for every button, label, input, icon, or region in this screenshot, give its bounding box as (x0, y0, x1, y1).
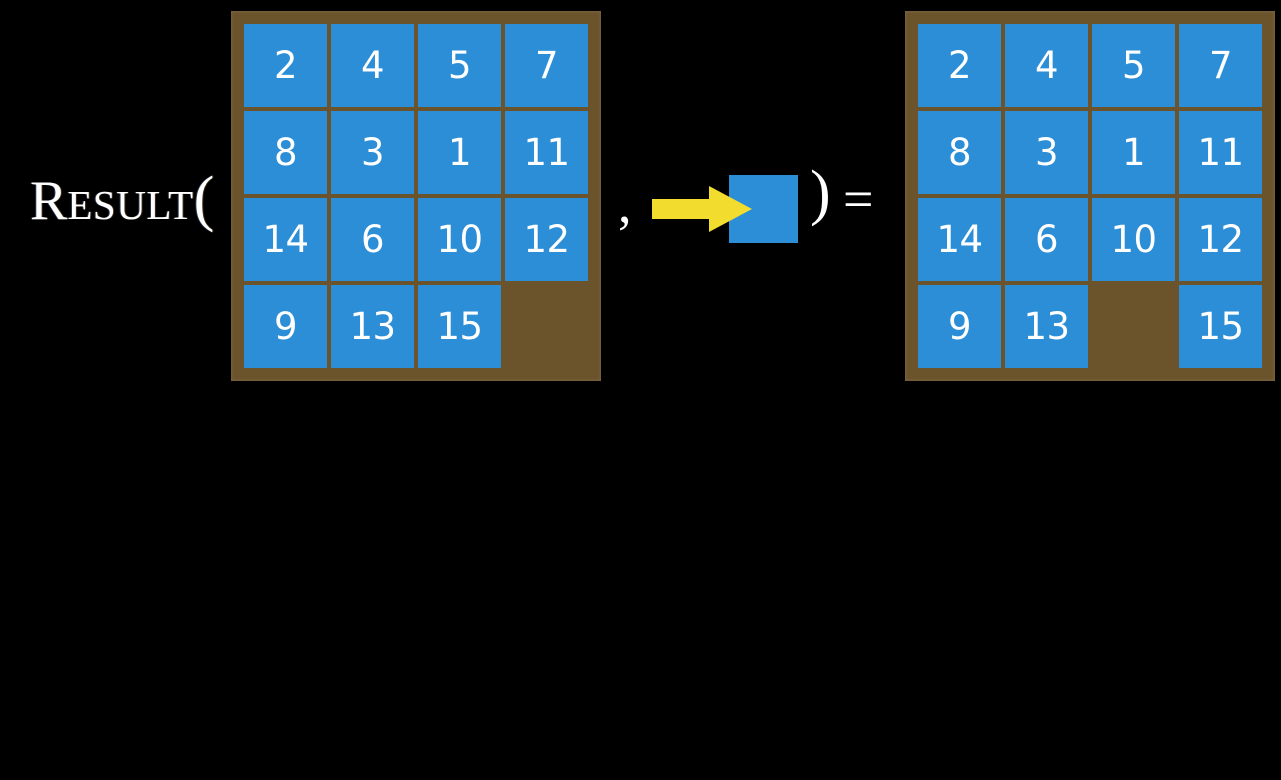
puzzle-tile[interactable]: 10 (418, 198, 501, 281)
puzzle-tile[interactable]: 8 (244, 111, 327, 194)
puzzle-tile[interactable]: 12 (1179, 198, 1262, 281)
close-paren-top: ) (810, 159, 831, 227)
puzzle-tile[interactable]: 7 (1179, 24, 1262, 107)
puzzle-tile[interactable]: 13 (331, 285, 414, 368)
comma-separator-top: , (618, 174, 632, 234)
puzzle-tile[interactable]: 2 (244, 24, 327, 107)
open-paren: ( (193, 165, 215, 233)
puzzle-tile[interactable]: 2 (918, 24, 1001, 107)
puzzle-tile[interactable]: 1 (418, 111, 501, 194)
puzzle-tile[interactable]: 3 (1005, 111, 1088, 194)
puzzle-tile[interactable]: 14 (918, 198, 1001, 281)
puzzle-tile[interactable]: 15 (1179, 285, 1262, 368)
puzzle-tile[interactable]: 9 (244, 285, 327, 368)
puzzle-tile[interactable]: 13 (1005, 285, 1088, 368)
puzzle-tile[interactable]: 15 (418, 285, 501, 368)
puzzle-tile[interactable]: 7 (505, 24, 588, 107)
puzzle-tile[interactable]: 5 (418, 24, 501, 107)
puzzle-tile[interactable]: 4 (1005, 24, 1088, 107)
puzzle-tile[interactable]: 9 (918, 285, 1001, 368)
result-label-remainder: ESULT (67, 182, 194, 228)
puzzle-tile[interactable]: 14 (244, 198, 327, 281)
puzzle-tile[interactable]: 1 (1092, 111, 1175, 194)
result-function-label-top: RESULT( (30, 168, 214, 230)
puzzle-tile[interactable]: 5 (1092, 24, 1175, 107)
puzzle-tile[interactable]: 8 (918, 111, 1001, 194)
puzzle-tile[interactable]: 12 (505, 198, 588, 281)
puzzle-tile[interactable]: 11 (505, 111, 588, 194)
puzzle-tile[interactable]: 10 (1092, 198, 1175, 281)
move-indicator-right (640, 150, 820, 270)
puzzle-tile[interactable]: 11 (1179, 111, 1262, 194)
puzzle-tile[interactable]: 6 (331, 198, 414, 281)
puzzle-tile[interactable]: 3 (331, 111, 414, 194)
equals-sign-top: = (843, 169, 874, 229)
result-label-initial: R (30, 170, 68, 232)
puzzle-tile[interactable]: 6 (1005, 198, 1088, 281)
arrow-right-icon (652, 186, 752, 232)
puzzle-tile[interactable]: 4 (331, 24, 414, 107)
